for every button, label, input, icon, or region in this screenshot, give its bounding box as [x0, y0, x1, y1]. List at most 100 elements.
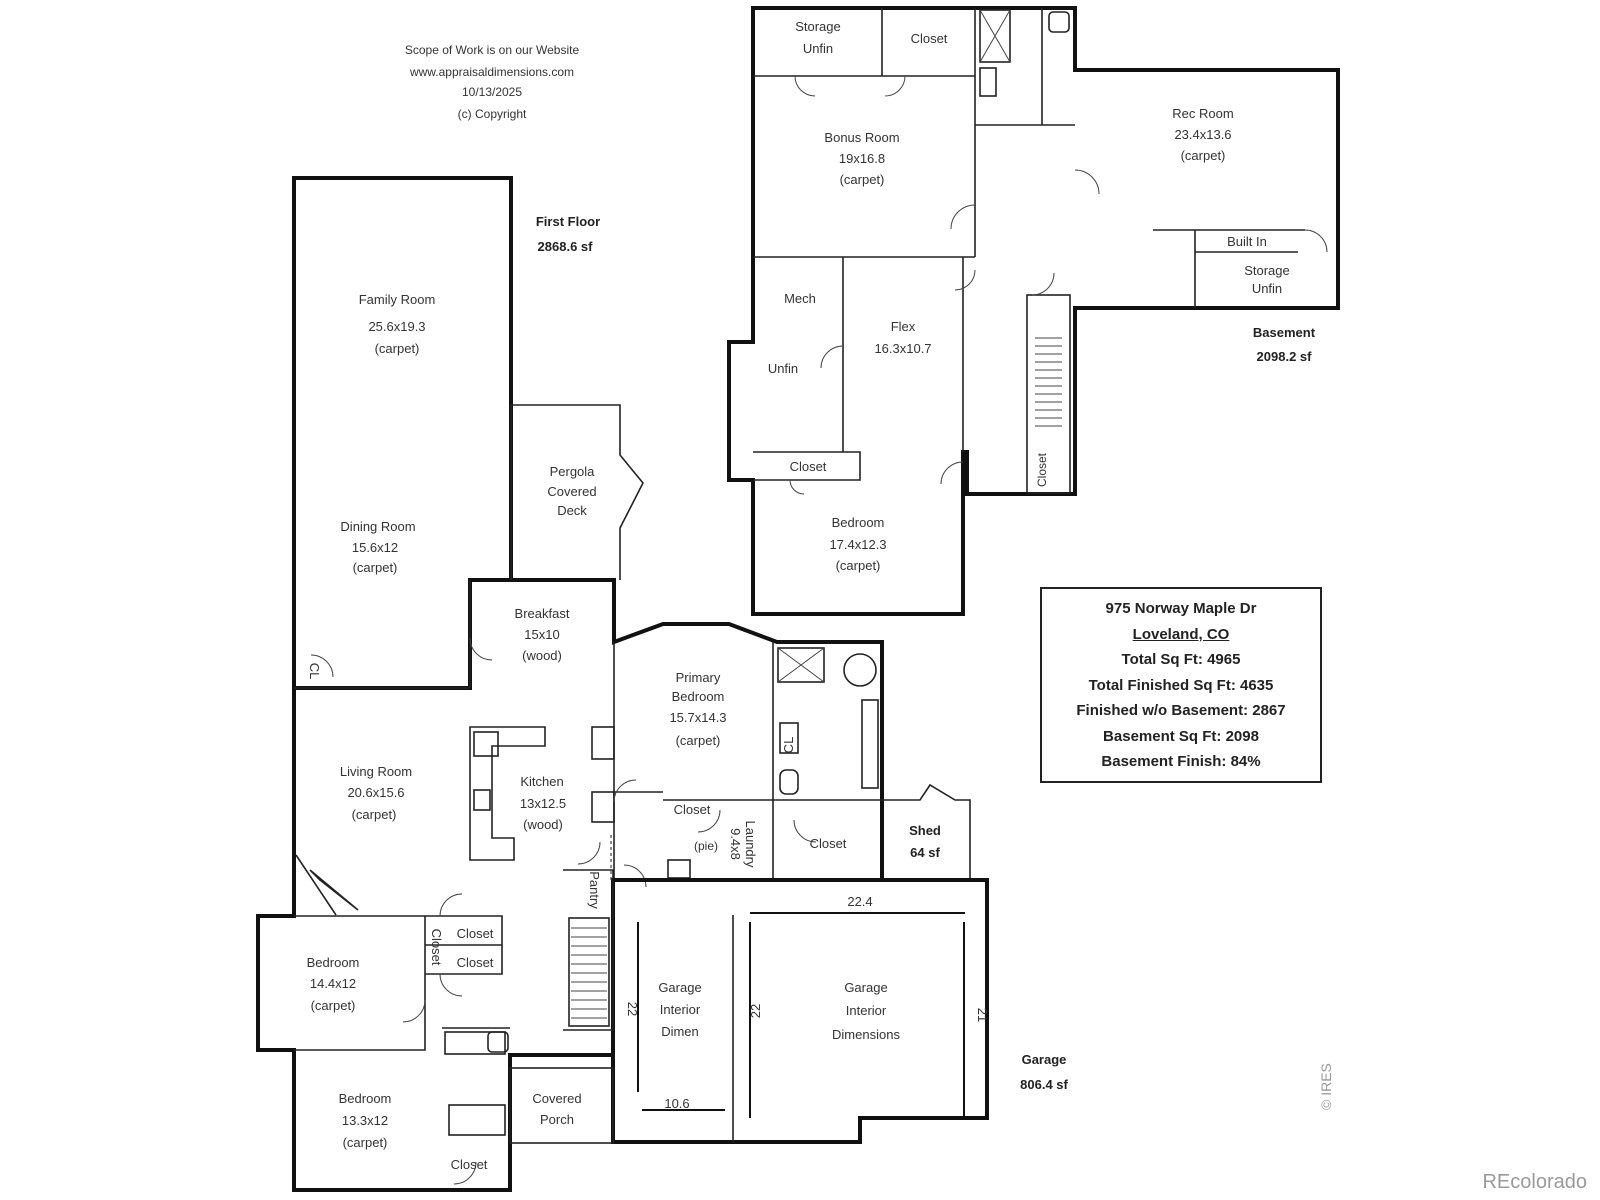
garage-mid-depth-dim: 22 [748, 1004, 763, 1018]
storage-right-label-2: Unfin [1252, 281, 1282, 296]
storage-top-label-1: Storage [795, 19, 841, 34]
recolorado-logo: REcolorado [1482, 1171, 1587, 1193]
finished-without-basement: Finished w/o Basement: 2867 [1076, 702, 1286, 719]
scope-note-line4: (c) Copyright [458, 107, 527, 121]
kitchen-island-bottom [591, 791, 615, 823]
basement-finish: Basement Finish: 84% [1101, 753, 1261, 770]
basement-door-swings [789, 75, 1328, 495]
pergola-outline [510, 404, 644, 580]
bedroom-2-dims: 14.4x12 [310, 976, 356, 991]
closet-d-label: Closet [451, 1157, 488, 1172]
flex-label: Flex [891, 319, 916, 334]
garage-dimension-lines [637, 912, 965, 1118]
bedroom-bsmt-dims: 17.4x12.3 [829, 537, 886, 552]
scope-note-line3: 10/13/2025 [462, 85, 522, 99]
closet-c-label: Closet [429, 929, 444, 966]
kitchen-sink [473, 731, 499, 757]
garage-dimensions-label-2: Interior [846, 1003, 887, 1018]
rec-room-label: Rec Room [1172, 106, 1233, 121]
living-room-dims: 20.6x15.6 [347, 785, 404, 800]
closet-b-label: Closet [457, 955, 494, 970]
first-floor-door-swings [310, 637, 817, 1185]
dining-room-floor: (carpet) [353, 560, 398, 575]
storage-right-label-1: Storage [1244, 263, 1290, 278]
basement-title: Basement [1253, 325, 1316, 340]
pergola-label-2: Covered [547, 484, 596, 499]
garage-width-dim: 22.4 [847, 894, 872, 909]
cl-mark-primary: CL [781, 737, 796, 754]
primary-bedroom-label-2: Bedroom [672, 689, 725, 704]
city-line: Loveland, CO [1132, 625, 1230, 643]
address-line: 975 Norway Maple Dr [1105, 600, 1257, 617]
bedroom-2-floor: (carpet) [311, 998, 356, 1013]
storage-top-label-2: Unfin [803, 41, 833, 56]
rec-room-dims: 23.4x13.6 [1174, 127, 1231, 142]
rec-room-floor: (carpet) [1181, 148, 1226, 163]
bonus-room-floor: (carpet) [840, 172, 885, 187]
basement-area: 2098.2 sf [1257, 349, 1313, 364]
scope-notes: Scope of Work is on our Website www.appr… [405, 43, 580, 121]
basement-plan: Closet Storage Unfin Closet Bonus Room 1… [727, 6, 1340, 616]
mech-label: Mech [784, 291, 816, 306]
basement-outer-wall [727, 6, 1340, 616]
scope-note-line1: Scope of Work is on our Website [405, 43, 580, 57]
garage-small-width-dim: 10.6 [664, 1096, 689, 1111]
shed-area: 64 sf [910, 845, 940, 860]
garage-dimen-label-1: Garage [658, 980, 701, 995]
first-floor-title: First Floor [536, 214, 600, 229]
covered-porch-label-2: Porch [540, 1112, 574, 1127]
bedroom-bsmt-label: Bedroom [832, 515, 885, 530]
bonus-room-dims: 19x16.8 [839, 151, 885, 166]
basement-interior-walls [753, 8, 1305, 481]
pantry-label: Pantry [587, 871, 602, 909]
primary-bedroom-floor: (carpet) [676, 733, 721, 748]
scope-note-line2: www.appraisaldimensions.com [409, 65, 574, 79]
first-floor-plan: First Floor 2868.6 sf [256, 176, 1069, 1192]
covered-porch-outline [509, 1067, 614, 1144]
first-floor-interior-walls [294, 580, 882, 1051]
fireplace [295, 854, 359, 916]
closet-top-label: Closet [911, 31, 948, 46]
pergola-label-3: Deck [557, 503, 587, 518]
basement-bath-fixtures [979, 9, 1070, 97]
bedroom-3-dims: 13.3x12 [342, 1113, 388, 1128]
garage-dimensions-label-1: Garage [844, 980, 887, 995]
laundry-washer [667, 859, 691, 879]
closet-primary-label: Closet [810, 836, 847, 851]
kitchen-label: Kitchen [520, 774, 563, 789]
living-room-floor: (carpet) [352, 807, 397, 822]
first-floor-area: 2868.6 sf [538, 239, 594, 254]
kitchen-counters [469, 726, 546, 861]
total-finished-sq-ft: Total Finished Sq Ft: 4635 [1088, 676, 1274, 694]
garage-dimen-label-3: Dimen [661, 1024, 699, 1039]
hall-bath-fixtures [444, 1031, 509, 1136]
basement-closet-2-label: Closet [790, 459, 827, 474]
family-room-label: Family Room [359, 292, 436, 307]
built-in-label: Built In [1227, 234, 1267, 249]
family-dining-wall [292, 176, 513, 690]
bedroom-3-label: Bedroom [339, 1091, 392, 1106]
first-floor-stairs [568, 917, 610, 1027]
bedroom-bsmt-floor: (carpet) [836, 558, 881, 573]
kitchen-dims: 13x12.5 [520, 796, 566, 811]
laundry-label: Laundry [743, 821, 758, 868]
garage-dimensions-label-3: Dimensions [832, 1027, 900, 1042]
breakfast-label: Breakfast [515, 606, 570, 621]
covered-porch-label-1: Covered [532, 1091, 581, 1106]
breakfast-dims: 15x10 [524, 627, 559, 642]
kitchen-floor: (wood) [523, 817, 563, 832]
family-room-floor: (carpet) [375, 341, 420, 356]
flex-dims: 16.3x10.7 [874, 341, 931, 356]
bedroom-3-floor: (carpet) [343, 1135, 388, 1150]
property-summary-box: 975 Norway Maple Dr Loveland, CO Total S… [1040, 587, 1322, 783]
basement-closet-label: Closet [1035, 452, 1049, 487]
kitchen-island-top [591, 726, 615, 760]
living-room-label: Living Room [340, 764, 412, 779]
total-sq-ft: Total Sq Ft: 4965 [1121, 651, 1241, 668]
primary-bedroom-label-1: Primary [676, 670, 721, 685]
laundry-dims: 9.4x8 [728, 828, 743, 860]
bedroom-2-label: Bedroom [307, 955, 360, 970]
closet-a-label: Closet [457, 926, 494, 941]
primary-bedroom-dims: 15.7x14.3 [669, 710, 726, 725]
